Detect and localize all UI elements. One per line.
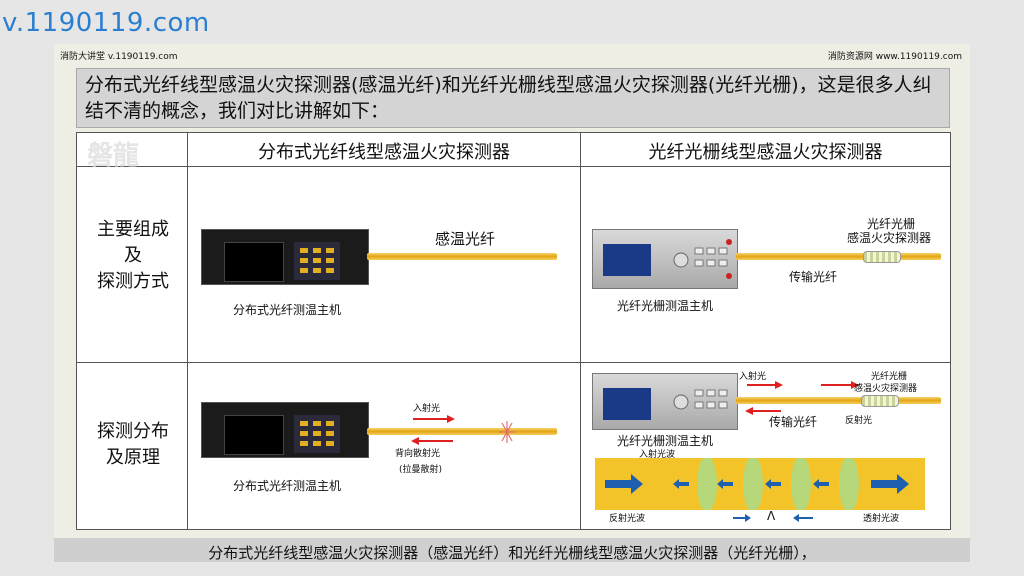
transmitted-wave-label: 透射光波 [863,514,900,524]
grating-host-device [592,229,738,289]
grating-host-device-2 [592,373,738,430]
title-box: 分布式光纤线型感温火灾探测器(感温光纤)和光纤光栅线型感温火灾探测器(光纤光栅)… [76,68,950,128]
light-arrows-icon [745,381,783,415]
footer-caption: 分布式光纤线型感温火灾探测器（感温光纤）和光纤光栅线型感温火灾探测器（光纤光栅）… [208,544,816,562]
grating-diagram [595,458,925,510]
slide: 消防大讲堂 v.1190119.com 消防资源网 www.1190119.co… [54,44,970,562]
lambda-span-arrows-icon [733,514,813,522]
seal-logo: 磐龍 [87,141,140,171]
grating-detector [863,251,901,263]
lambda-label: Λ [767,509,776,523]
incident-arrow-icon [821,381,859,389]
row-header-composition: 主要组成 及 探测方式 [97,219,169,292]
grating-host-label-2: 光纤光栅测温主机 [617,434,714,448]
transmission-fiber [736,253,941,260]
grating-host-label: 光纤光栅测温主机 [617,299,714,313]
distributed-host-label-2: 分布式光纤测温主机 [233,479,342,493]
transmission-fiber-label: 传输光纤 [789,270,838,284]
sensing-fiber [367,253,557,260]
sensing-fiber-2 [367,428,557,435]
distributed-host-device-2 [201,402,369,458]
col-header-grating: 光纤光栅线型感温火灾探测器 [648,142,883,163]
sensing-fiber-label: 感温光纤 [435,230,496,248]
incident-light-label: 入射光 [413,404,441,414]
distributed-host-device [201,229,369,285]
incident-wave-label: 入射光波 [639,450,676,460]
scatter-arrows-icon [411,415,515,445]
backscatter-label: 背向散射光 [395,449,441,459]
transmission-fiber-2 [736,397,941,404]
comparison-table: 磐龍 分布式光纤线型感温火灾探测器 光纤光栅线型感温火灾探测器 主要组成 及 探… [76,132,951,530]
slide-title: 分布式光纤线型感温火灾探测器(感温光纤)和光纤光栅线型感温火灾探测器(光纤光栅)… [85,74,932,122]
grating-detector-2 [861,395,899,407]
distributed-host-label: 分布式光纤测温主机 [233,303,342,317]
reflected-light-label: 反射光 [845,416,873,426]
raman-label: (拉曼散射) [399,465,443,475]
incident-light-label-2: 入射光 [739,372,767,382]
detector-label-2: 感温火灾探测器 [847,231,932,245]
detector-label-2-1: 光纤光栅 [871,372,908,382]
footer-bar: 分布式光纤线型感温火灾探测器（感温光纤）和光纤光栅线型感温火灾探测器（光纤光栅）… [54,538,970,562]
detector-label-2-2: 感温火灾探测器 [854,384,918,394]
row-header-principle: 探测分布 及原理 [97,421,169,468]
detector-label-1: 光纤光栅 [867,217,916,231]
reflected-wave-label: 反射光波 [609,514,646,524]
transmission-fiber-label-2: 传输光纤 [769,415,818,429]
site-watermark: v.1190119.com [2,8,210,38]
header-left-text: 消防大讲堂 v.1190119.com [60,52,178,62]
col-header-distributed: 分布式光纤线型感温火灾探测器 [258,142,510,163]
header-right-text: 消防资源网 www.1190119.com [827,52,962,62]
